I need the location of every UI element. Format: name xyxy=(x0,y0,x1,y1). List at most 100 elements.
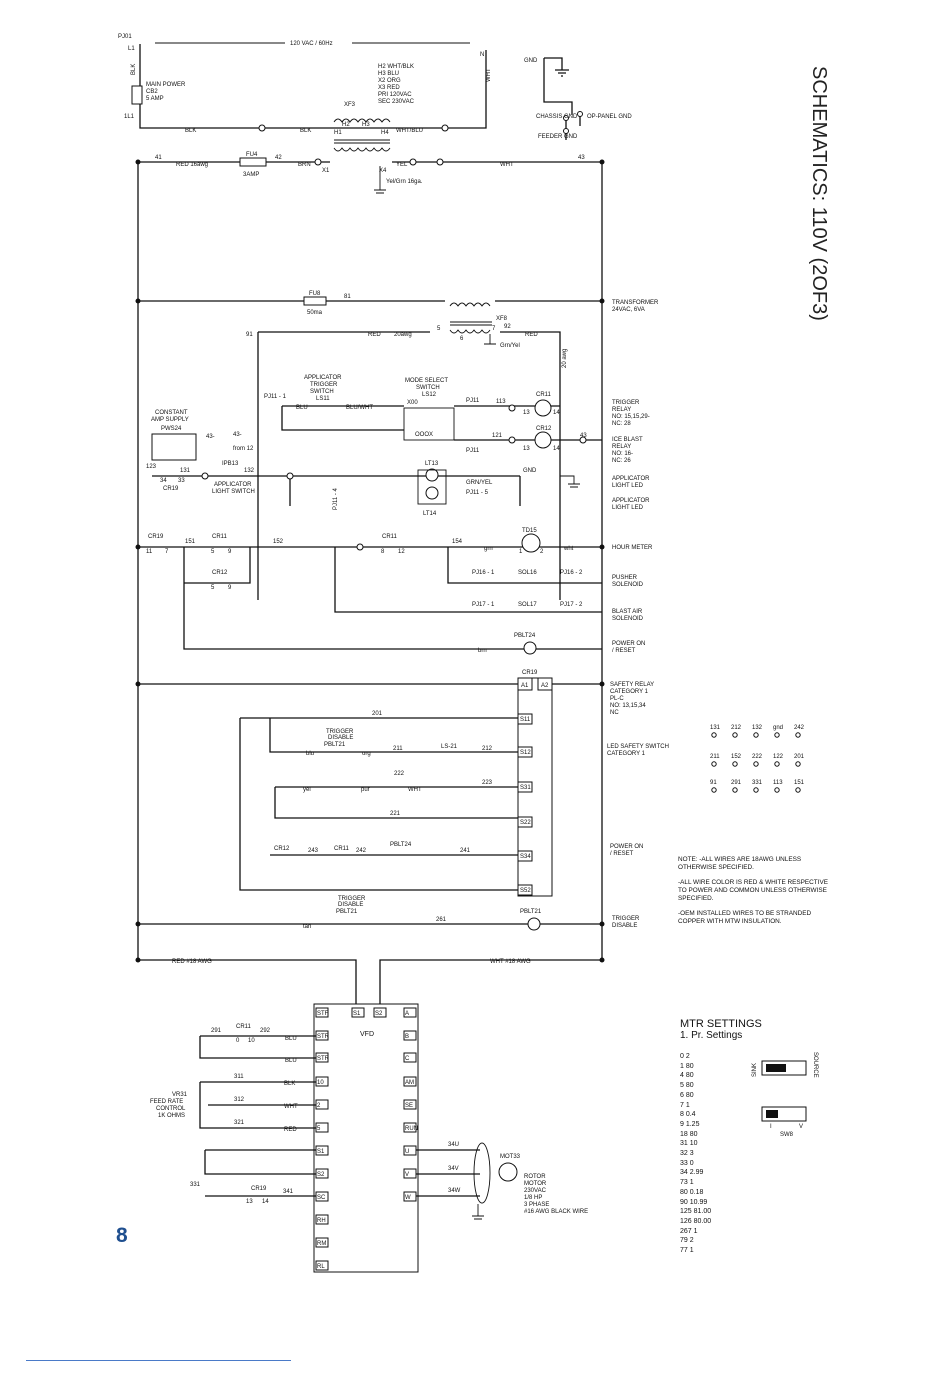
gnd-wire xyxy=(543,58,573,115)
relay-cr12-coil xyxy=(534,431,552,449)
svg-text:LIGHT LED: LIGHT LED xyxy=(612,483,644,489)
svg-text:S12: S12 xyxy=(520,750,531,756)
label-l1: L1 xyxy=(128,46,135,52)
svg-text:yel: yel xyxy=(303,787,311,793)
svg-text:10: 10 xyxy=(248,1038,255,1044)
vfd-right-terminal xyxy=(403,1030,417,1041)
vfd-left-terminal-label: 2 xyxy=(317,1103,321,1109)
svg-text:0: 0 xyxy=(236,1038,240,1044)
mtr-settings: MTR SETTINGS 1. Pr. Settings xyxy=(680,1018,762,1041)
svg-text:LT13: LT13 xyxy=(425,461,439,467)
note-3: -OEM INSTALLED WIRES TO BE STRANDED COPP… xyxy=(678,910,812,925)
svg-text:APPLICATOR: APPLICATOR xyxy=(304,375,342,381)
svg-text:8: 8 xyxy=(381,549,385,555)
svg-text:242: 242 xyxy=(356,848,367,854)
svg-text:34W: 34W xyxy=(448,1188,461,1194)
vfd-left-terminal-label: SC xyxy=(317,1195,326,1201)
svg-text:43: 43 xyxy=(578,155,585,161)
svg-text:DISABLE: DISABLE xyxy=(328,735,353,741)
row91-wire xyxy=(258,331,561,600)
svg-text:tan: tan xyxy=(303,924,311,930)
svg-text:SW8: SW8 xyxy=(780,1132,794,1138)
terminal-point xyxy=(774,787,780,793)
vfd-left-terminal-label: STF xyxy=(317,1011,329,1017)
svg-text:34U: 34U xyxy=(448,1142,459,1148)
wire-blk-2: BLK xyxy=(300,128,311,134)
svg-text:7: 7 xyxy=(492,326,496,332)
safety-loop-211 xyxy=(269,718,518,753)
svg-text:XF8: XF8 xyxy=(496,316,508,322)
vfd-left-terminal xyxy=(315,1214,329,1225)
row-41: 41 RED 16awg FU4 3AMP 42 BRN X1 X4 YEL W… xyxy=(135,152,605,194)
vfd-left-terminal-label: STR xyxy=(317,1056,330,1062)
terminal-point xyxy=(795,787,801,793)
svg-text:TD15: TD15 xyxy=(522,528,537,534)
svg-text:CATEGORY 1: CATEGORY 1 xyxy=(607,751,646,757)
svg-text:11: 11 xyxy=(146,549,153,555)
svg-text:34V: 34V xyxy=(448,1166,459,1172)
svg-text:A1: A1 xyxy=(521,683,529,689)
terminal-label: 222 xyxy=(752,754,763,760)
notes: NOTE: -ALL WIRES ARE 18AWG UNLESS OTHERW… xyxy=(678,856,828,933)
solenoid-wires xyxy=(334,547,602,613)
svg-text:13: 13 xyxy=(523,410,530,416)
terminal-point xyxy=(795,761,801,767)
svg-text:SOL17: SOL17 xyxy=(518,602,537,608)
svg-text:X00: X00 xyxy=(407,400,418,406)
svg-text:Grn/Yel: Grn/Yel xyxy=(500,343,520,349)
svg-text:PBLT21: PBLT21 xyxy=(324,742,346,748)
timer-block: CR19 11 7 151 CR11 5 9 152 CR11 8 12 154… xyxy=(135,528,653,655)
mtr-setting-row: 126 80.00 xyxy=(680,1217,712,1225)
terminal-point xyxy=(774,732,780,738)
mtr-switches: SINK SOURCE I V SW8 xyxy=(752,1052,818,1138)
xf8-secondary xyxy=(449,329,491,334)
svg-text:PJ16 - 1: PJ16 - 1 xyxy=(472,570,495,576)
terminal-label: 122 xyxy=(773,754,784,760)
vfd-s1-wires xyxy=(204,1149,316,1197)
label-1l1: 1L1 xyxy=(124,114,135,120)
svg-text:BRN: BRN xyxy=(298,162,311,168)
svg-text:5: 5 xyxy=(211,585,215,591)
xf8-ground xyxy=(484,334,496,345)
svg-text:PJ11 - 1: PJ11 - 1 xyxy=(264,394,287,400)
main-power-loop xyxy=(139,44,487,129)
svg-text:RED: RED xyxy=(525,332,538,338)
vfd-left-terminal xyxy=(315,1260,329,1271)
safety-loop-221 xyxy=(274,786,518,819)
svg-text:7: 7 xyxy=(165,549,169,555)
gnd-symbol xyxy=(544,57,569,77)
mtr-setting-row: 18 80 xyxy=(680,1130,698,1138)
svg-text:41: 41 xyxy=(155,155,162,161)
hour-meter-td15 xyxy=(521,533,541,553)
terminal-label: 152 xyxy=(731,754,742,760)
lamp-pblt21 xyxy=(527,917,541,931)
mtr-setting-row: 73 1 xyxy=(680,1179,694,1187)
vfd-right-terminal-label: C xyxy=(405,1056,410,1062)
power-supply-box xyxy=(151,433,197,461)
svg-text:VR31: VR31 xyxy=(172,1092,188,1098)
vfd-right-terminal-label: AM xyxy=(405,1080,414,1086)
label-h3: H3 xyxy=(362,122,370,128)
svg-text:OOOX: OOOX xyxy=(415,432,433,438)
breaker-cb2 xyxy=(131,85,143,105)
svg-text:CR19: CR19 xyxy=(522,670,538,676)
vfd-right-terminal-label: V xyxy=(405,1172,409,1178)
svg-text:292: 292 xyxy=(260,1028,271,1034)
mtr-setting-row: 80 0.18 xyxy=(680,1188,704,1196)
svg-text:3AMP: 3AMP xyxy=(243,172,259,178)
terminal-label: 113 xyxy=(773,780,783,786)
svg-text:VFD: VFD xyxy=(360,1031,374,1038)
svg-text:GRN/YEL: GRN/YEL xyxy=(466,480,493,486)
svg-text:from 12: from 12 xyxy=(233,446,254,452)
svg-text:SOLENOID: SOLENOID xyxy=(612,616,644,622)
terminal-label: 151 xyxy=(794,780,805,786)
svg-text:PBLT21: PBLT21 xyxy=(336,909,358,915)
motor-ground xyxy=(472,1204,484,1220)
svg-text:311: 311 xyxy=(234,1074,244,1080)
vfd-left-terminal-label: S2 xyxy=(317,1172,325,1178)
svg-text:FEED RATE: FEED RATE xyxy=(150,1099,183,1105)
svg-text:LT14: LT14 xyxy=(423,511,437,517)
terminal-label: 212 xyxy=(731,725,742,731)
svg-text:WHT #18 AWG: WHT #18 AWG xyxy=(490,959,531,965)
